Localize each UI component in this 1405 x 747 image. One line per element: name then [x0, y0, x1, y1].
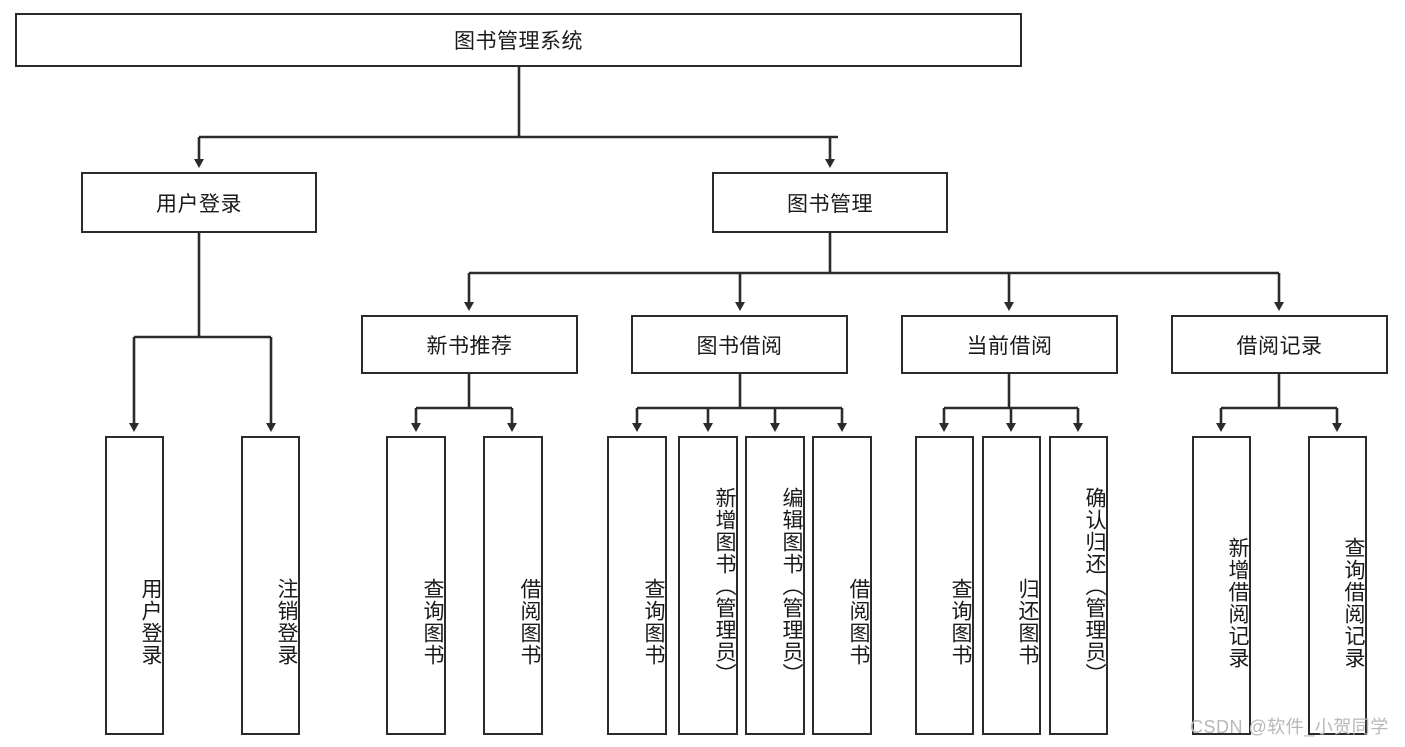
leaf-confirm-return-admin[interactable]: 确认归还（管理员） — [1049, 436, 1108, 735]
node-new-book-recommendation[interactable]: 新书推荐 — [361, 315, 578, 374]
leaf-add-book-admin[interactable]: 新增图书（管理员） — [678, 436, 738, 735]
node-label: 新书推荐 — [426, 334, 513, 358]
node-label: 借阅图书 — [518, 577, 541, 666]
node-user-login[interactable]: 用户登录 — [81, 172, 317, 233]
node-label: 图书借阅 — [696, 334, 783, 358]
leaf-return-book[interactable]: 归还图书 — [982, 436, 1041, 735]
node-label: 归还图书 — [1016, 577, 1039, 666]
node-label: 查询图书 — [642, 577, 665, 666]
node-label: 借阅图书 — [847, 577, 870, 666]
leaf-query-book-recommendation[interactable]: 查询图书 — [386, 436, 446, 735]
node-label: 图书管理 — [787, 192, 873, 216]
node-label: 查询图书 — [421, 577, 444, 666]
leaf-query-book-borrowing[interactable]: 查询图书 — [607, 436, 667, 735]
leaf-edit-book-admin[interactable]: 编辑图书（管理员） — [745, 436, 805, 735]
node-label: 用户登录 — [139, 577, 162, 666]
node-label: 注销登录 — [275, 577, 298, 666]
node-label: 确认归还（管理员） — [1083, 486, 1106, 685]
node-current-borrowing[interactable]: 当前借阅 — [901, 315, 1118, 374]
node-book-borrowing[interactable]: 图书借阅 — [631, 315, 848, 374]
node-label: 编辑图书（管理员） — [780, 486, 803, 685]
node-root-system[interactable]: 图书管理系统 — [15, 13, 1022, 67]
node-borrow-records[interactable]: 借阅记录 — [1171, 315, 1388, 374]
node-label: 用户登录 — [156, 192, 242, 216]
leaf-add-borrow-record[interactable]: 新增借阅记录 — [1192, 436, 1251, 735]
watermark-text: CSDN @软件_小贺同学 — [1190, 717, 1389, 737]
node-label: 查询图书 — [949, 577, 972, 666]
node-label: 新增图书（管理员） — [713, 486, 736, 685]
node-label: 当前借阅 — [966, 334, 1053, 358]
leaf-borrow-book-recommendation[interactable]: 借阅图书 — [483, 436, 543, 735]
node-label: 借阅记录 — [1236, 334, 1323, 358]
node-label: 新增借阅记录 — [1226, 536, 1249, 669]
leaf-borrow-book-borrowing[interactable]: 借阅图书 — [812, 436, 872, 735]
node-label: 查询借阅记录 — [1342, 536, 1365, 669]
leaf-user-login[interactable]: 用户登录 — [105, 436, 164, 735]
node-book-management[interactable]: 图书管理 — [712, 172, 948, 233]
leaf-query-borrow-record[interactable]: 查询借阅记录 — [1308, 436, 1367, 735]
node-label: 图书管理系统 — [454, 30, 583, 53]
leaf-query-book-current[interactable]: 查询图书 — [915, 436, 974, 735]
leaf-logout[interactable]: 注销登录 — [241, 436, 300, 735]
